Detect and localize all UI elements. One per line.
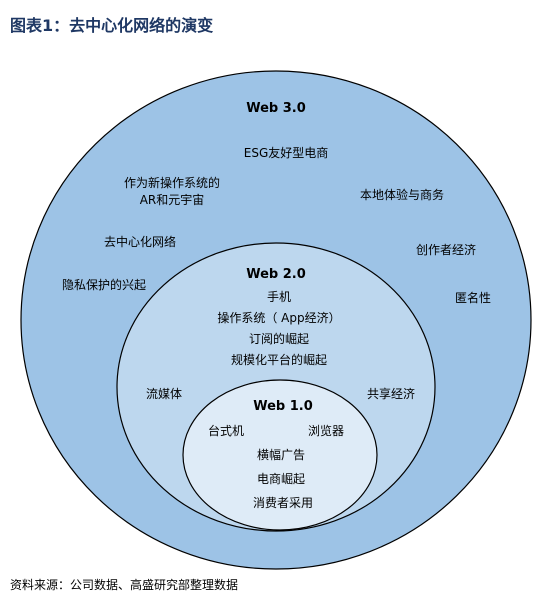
web1-item: 消费者采用 xyxy=(253,496,313,510)
source-note: 资料来源：公司数据、高盛研究部整理数据 xyxy=(10,578,239,592)
web3-item: 去中心化网络 xyxy=(104,234,176,249)
web1-item: 台式机 xyxy=(208,423,244,438)
web3-item: AR和元宇宙 xyxy=(140,192,205,207)
web2-title: Web 2.0 xyxy=(246,267,306,282)
web2-item: 操作系统（ App经济） xyxy=(217,310,340,325)
web3-item: 创作者经济 xyxy=(416,242,476,257)
web3-item: ESG友好型电商 xyxy=(244,145,329,160)
web1-item: 电商崛起 xyxy=(257,471,305,486)
web2-item: 手机 xyxy=(267,290,291,304)
figure-title: 图表1：去中心化网络的演变 xyxy=(10,16,214,35)
web3-item: 隐私保护的兴起 xyxy=(62,277,146,292)
web1-title: Web 1.0 xyxy=(253,399,313,414)
web2-item: 订阅的崛起 xyxy=(249,331,309,346)
web2-item: 规模化平台的崛起 xyxy=(231,352,327,367)
web1-item: 浏览器 xyxy=(308,423,344,438)
web1-ring xyxy=(182,379,378,531)
web3-title: Web 3.0 xyxy=(246,101,306,116)
web3-item: 作为新操作系统的 xyxy=(124,175,220,190)
web3-item: 本地体验与商务 xyxy=(360,187,444,202)
web3-item: 匿名性 xyxy=(455,290,491,305)
web2-item: 共享经济 xyxy=(367,386,415,401)
web2-item: 流媒体 xyxy=(146,387,182,401)
web1-item: 横幅广告 xyxy=(257,447,305,462)
